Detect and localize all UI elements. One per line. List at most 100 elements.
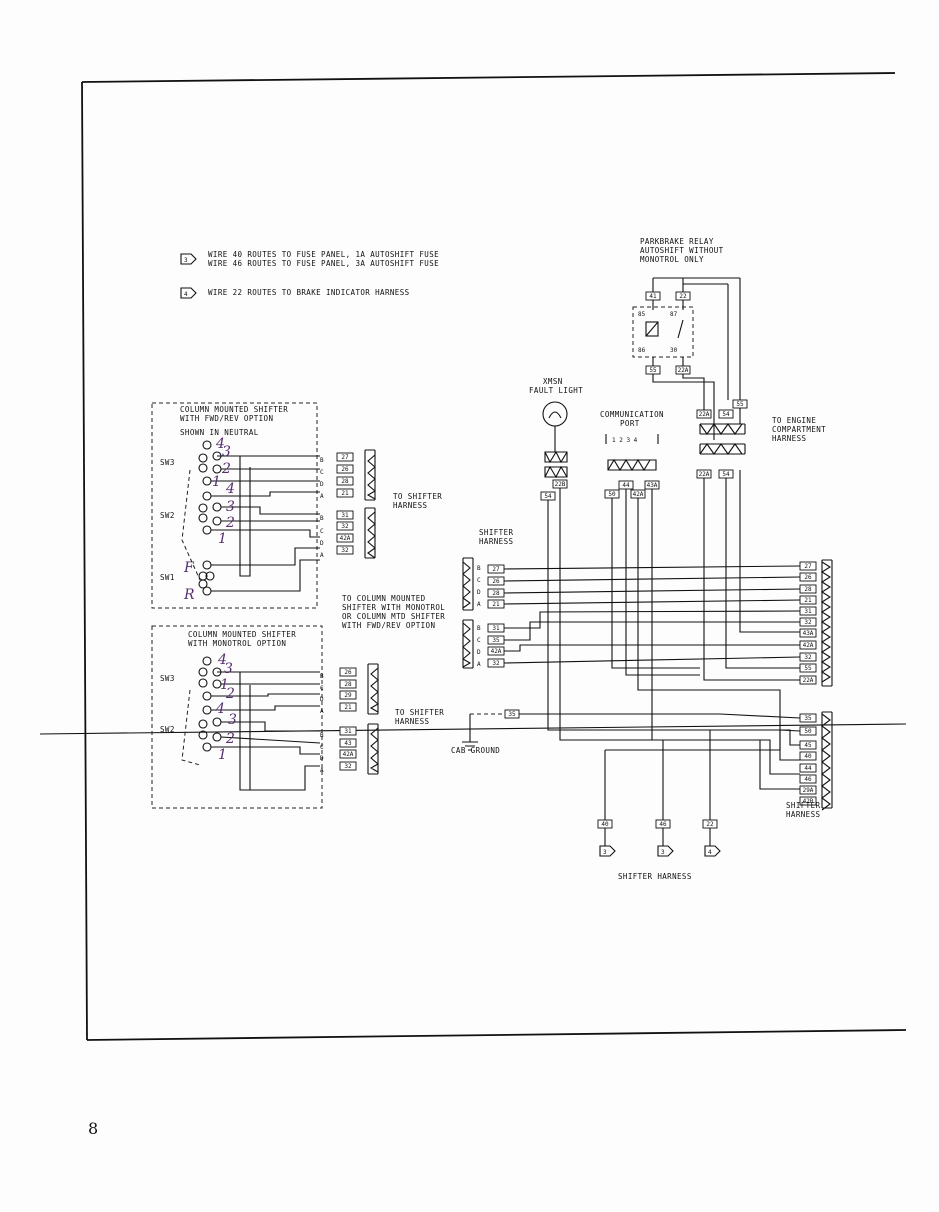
svg-text:3: 3 xyxy=(228,712,237,728)
svg-text:21: 21 xyxy=(804,597,812,604)
svg-text:4: 4 xyxy=(225,481,235,497)
svg-text:D: D xyxy=(320,755,324,762)
svg-text:FAULT LIGHT: FAULT LIGHT xyxy=(529,386,583,395)
right-upper-connector: 27 26 28 21 31 32 43A 42A 32 55 22A xyxy=(799,559,833,687)
fuse-tag-46 xyxy=(657,845,674,857)
engine-plug-top xyxy=(699,423,746,435)
engine-label-3: HARNESS xyxy=(772,434,806,443)
svg-text:1: 1 xyxy=(218,531,227,547)
svg-text:TO SHIFTER: TO SHIFTER xyxy=(393,492,442,501)
relay-title-1: PARKBRAKE RELAY xyxy=(640,237,714,246)
svg-text:D: D xyxy=(320,481,324,488)
svg-text:22A: 22A xyxy=(699,411,710,418)
svg-text:2: 2 xyxy=(225,686,235,702)
svg-text:4: 4 xyxy=(215,701,225,717)
svg-text:B: B xyxy=(320,457,324,464)
svg-text:27: 27 xyxy=(341,454,349,461)
svg-text:40: 40 xyxy=(601,821,609,828)
svg-text:21: 21 xyxy=(492,601,500,608)
svg-text:TO COLUMN MOUNTED: TO COLUMN MOUNTED xyxy=(342,594,426,603)
svg-text:43A: 43A xyxy=(803,630,814,637)
svg-text:31: 31 xyxy=(804,608,812,615)
svg-text:50: 50 xyxy=(608,491,616,498)
svg-text:A: A xyxy=(320,552,324,559)
shifter1-box xyxy=(151,402,318,609)
xmsn-fault-light: XMSN FAULT LIGHT 54 22B xyxy=(529,377,583,501)
svg-text:2: 2 xyxy=(225,731,235,747)
svg-text:28: 28 xyxy=(344,681,352,688)
svg-text:WITH FWD/REV OPTION: WITH FWD/REV OPTION xyxy=(180,414,273,423)
svg-text:SHIFTER: SHIFTER xyxy=(479,528,513,537)
note-4-tag-text: 4 xyxy=(184,291,188,298)
svg-text:35: 35 xyxy=(492,637,500,644)
notes: 3 WIRE 40 ROUTES TO FUSE PANEL, 1A AUTOS… xyxy=(180,250,439,299)
svg-text:46: 46 xyxy=(804,776,812,783)
svg-text:D: D xyxy=(477,649,481,656)
frame-top xyxy=(81,72,896,83)
svg-text:32: 32 xyxy=(341,547,349,554)
svg-text:B: B xyxy=(320,515,324,522)
svg-text:D: D xyxy=(477,589,481,596)
svg-text:COLUMN MOUNTED SHIFTER: COLUMN MOUNTED SHIFTER xyxy=(180,405,288,414)
svg-text:43A: 43A xyxy=(647,482,658,489)
svg-text:31: 31 xyxy=(492,625,500,632)
shifter2-box xyxy=(151,625,323,809)
svg-text:32: 32 xyxy=(341,523,349,530)
svg-text:3: 3 xyxy=(222,444,231,460)
svg-text:1: 1 xyxy=(220,677,229,693)
svg-text:3: 3 xyxy=(226,499,235,515)
svg-text:85: 85 xyxy=(638,311,646,318)
svg-text:B: B xyxy=(477,625,481,632)
svg-text:28: 28 xyxy=(804,586,812,593)
svg-text:29A: 29A xyxy=(803,787,814,794)
note-3-line2: WIRE 46 ROUTES TO FUSE PANEL, 3A AUTOSHI… xyxy=(208,259,439,268)
svg-text:1: 1 xyxy=(212,474,221,490)
frame-bottom xyxy=(86,1029,907,1041)
svg-text:46: 46 xyxy=(659,821,667,828)
svg-text:44: 44 xyxy=(622,482,630,489)
svg-text:26: 26 xyxy=(492,578,500,585)
svg-text:22: 22 xyxy=(706,821,714,828)
svg-text:B: B xyxy=(320,673,324,680)
svg-text:D: D xyxy=(320,540,324,547)
svg-text:HARNESS: HARNESS xyxy=(479,537,513,546)
svg-text:C: C xyxy=(320,528,324,535)
svg-text:SW2: SW2 xyxy=(160,725,175,734)
engine-label-2: COMPARTMENT xyxy=(772,425,826,434)
svg-text:A: A xyxy=(320,493,324,500)
svg-text:1 2 3 4: 1 2 3 4 xyxy=(612,437,638,444)
svg-text:87: 87 xyxy=(670,311,678,318)
svg-text:SW3: SW3 xyxy=(160,458,175,467)
svg-text:SHIFTER WITH MONOTROL: SHIFTER WITH MONOTROL xyxy=(342,603,445,612)
svg-text:C: C xyxy=(320,685,324,692)
svg-text:4: 4 xyxy=(215,436,225,452)
svg-text:2: 2 xyxy=(225,515,235,531)
svg-text:SW2: SW2 xyxy=(160,511,175,520)
svg-text:SHIFTER: SHIFTER xyxy=(786,801,820,810)
fuse-tag-40 xyxy=(599,845,616,857)
svg-text:2: 2 xyxy=(221,461,231,477)
svg-text:COLUMN MOUNTED SHIFTER: COLUMN MOUNTED SHIFTER xyxy=(188,630,296,639)
svg-text:SHOWN IN NEUTRAL: SHOWN IN NEUTRAL xyxy=(180,428,259,437)
svg-text:31: 31 xyxy=(341,512,349,519)
frame-left xyxy=(81,81,88,1041)
relay-wire-41: 41 xyxy=(649,293,657,300)
svg-text:21: 21 xyxy=(341,490,349,497)
note-4-tag xyxy=(180,287,197,299)
relay-coil xyxy=(645,321,659,337)
right-lower-connector: 35 50 45 40 44 46 29A 42B SHIFTER HARNES… xyxy=(786,711,833,819)
svg-text:B: B xyxy=(477,565,481,572)
shifter1-plug-b xyxy=(364,507,376,559)
shifter-fwd-rev: COLUMN MOUNTED SHIFTER WITH FWD/REV OPTI… xyxy=(151,402,442,609)
svg-text:55: 55 xyxy=(736,401,744,408)
svg-text:42A: 42A xyxy=(343,751,354,758)
svg-text:54: 54 xyxy=(722,411,730,418)
svg-text:F: F xyxy=(183,560,195,576)
note-3-line1: WIRE 40 ROUTES TO FUSE PANEL, 1A AUTOSHI… xyxy=(208,250,439,259)
svg-text:4: 4 xyxy=(217,652,227,668)
handwritten-annotations: 4 3 2 1 4 3 2 1 F R 4 3 1 2 4 3 2 1 xyxy=(183,436,237,763)
svg-text:HARNESS: HARNESS xyxy=(393,501,427,510)
svg-text:C: C xyxy=(320,744,324,751)
